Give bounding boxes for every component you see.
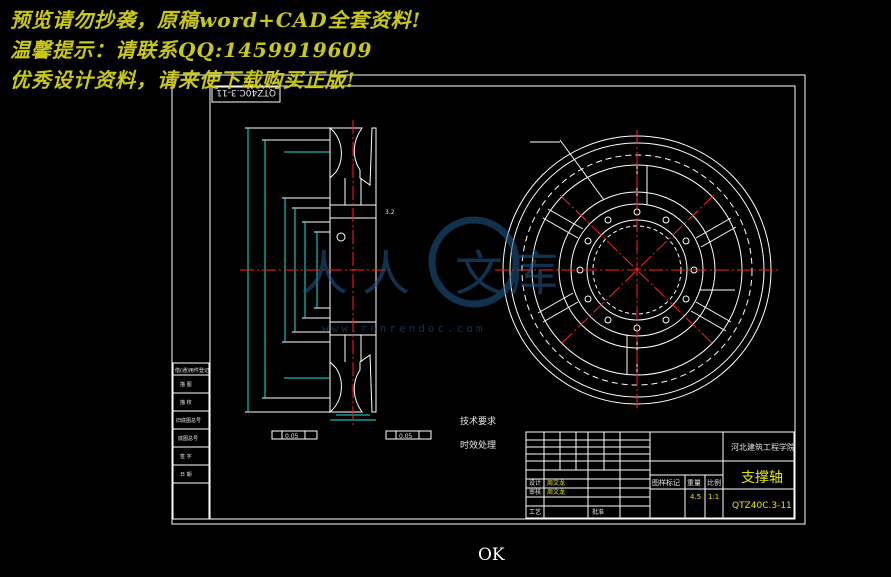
- design-name: 周文龙: [547, 479, 565, 487]
- tech-requirements-title: 技术要求: [460, 415, 496, 427]
- title-drawing-code: QTZ40C.3-11: [732, 501, 792, 511]
- site-logo-watermark: 人 人 文 库 www.renrendoc.com: [300, 216, 558, 335]
- front-center-lines: [495, 130, 780, 410]
- svg-text:文: 文: [455, 246, 503, 302]
- side-table-cell: 签 字: [180, 453, 192, 460]
- code-box-text: QTZ40C.3-11: [216, 87, 276, 97]
- scale-label: 比例: [707, 478, 721, 487]
- roughness-mark: 3.2: [385, 209, 395, 216]
- weight-label: 重量: [687, 479, 701, 487]
- side-table-cell: 描 校: [180, 399, 192, 406]
- stage-label: 图样标记: [652, 478, 680, 487]
- process-label: 工艺: [529, 508, 541, 516]
- center-lines: [240, 120, 390, 428]
- scale-value: 1:1: [708, 493, 719, 501]
- check-label: 审核: [529, 488, 541, 496]
- title-part-name: 支撑轴: [741, 470, 783, 486]
- title-institute: 河北建筑工程学院: [731, 442, 795, 452]
- side-table-cell: 描 图: [180, 381, 192, 388]
- watermark-line-1: 预览请勿抄袭，原稿word+CAD全套资料!: [10, 8, 422, 32]
- side-table-cell: 底图总号: [178, 435, 198, 442]
- inner-frame: [209, 85, 796, 520]
- tolerance-right: 0.05: [399, 433, 413, 440]
- side-table-cell: 旧底图总号: [176, 417, 201, 424]
- weight-value: 4.5: [690, 493, 701, 501]
- side-table: [172, 362, 210, 520]
- watermark-line-3: 优秀设计资料，请来使下载购买正版!: [10, 68, 356, 92]
- approve-label: 批准: [592, 508, 604, 516]
- datum-marker: [336, 232, 346, 242]
- svg-text:人: 人: [300, 246, 348, 302]
- side-table-cell: 日 期: [180, 472, 192, 478]
- design-label: 设计: [529, 479, 541, 487]
- outer-frame: [171, 74, 806, 525]
- svg-text:人: 人: [362, 246, 410, 302]
- tolerance-frames: [271, 430, 432, 440]
- tech-requirements-item: 时效处理: [460, 439, 496, 451]
- code-box: [211, 86, 281, 103]
- ok-button[interactable]: OK: [478, 545, 505, 565]
- leader-lines: [530, 139, 735, 291]
- check-name: 周文龙: [547, 488, 565, 496]
- title-block: [525, 431, 795, 519]
- watermark-line-2: 温馨提示：请联系QQ:1459919609: [10, 38, 373, 62]
- svg-text:库: 库: [510, 246, 558, 302]
- side-table-cell: 借(通)用件登记: [175, 367, 209, 374]
- logo-url: www.renrendoc.com: [322, 322, 486, 335]
- tolerance-left: 0.05: [285, 433, 299, 440]
